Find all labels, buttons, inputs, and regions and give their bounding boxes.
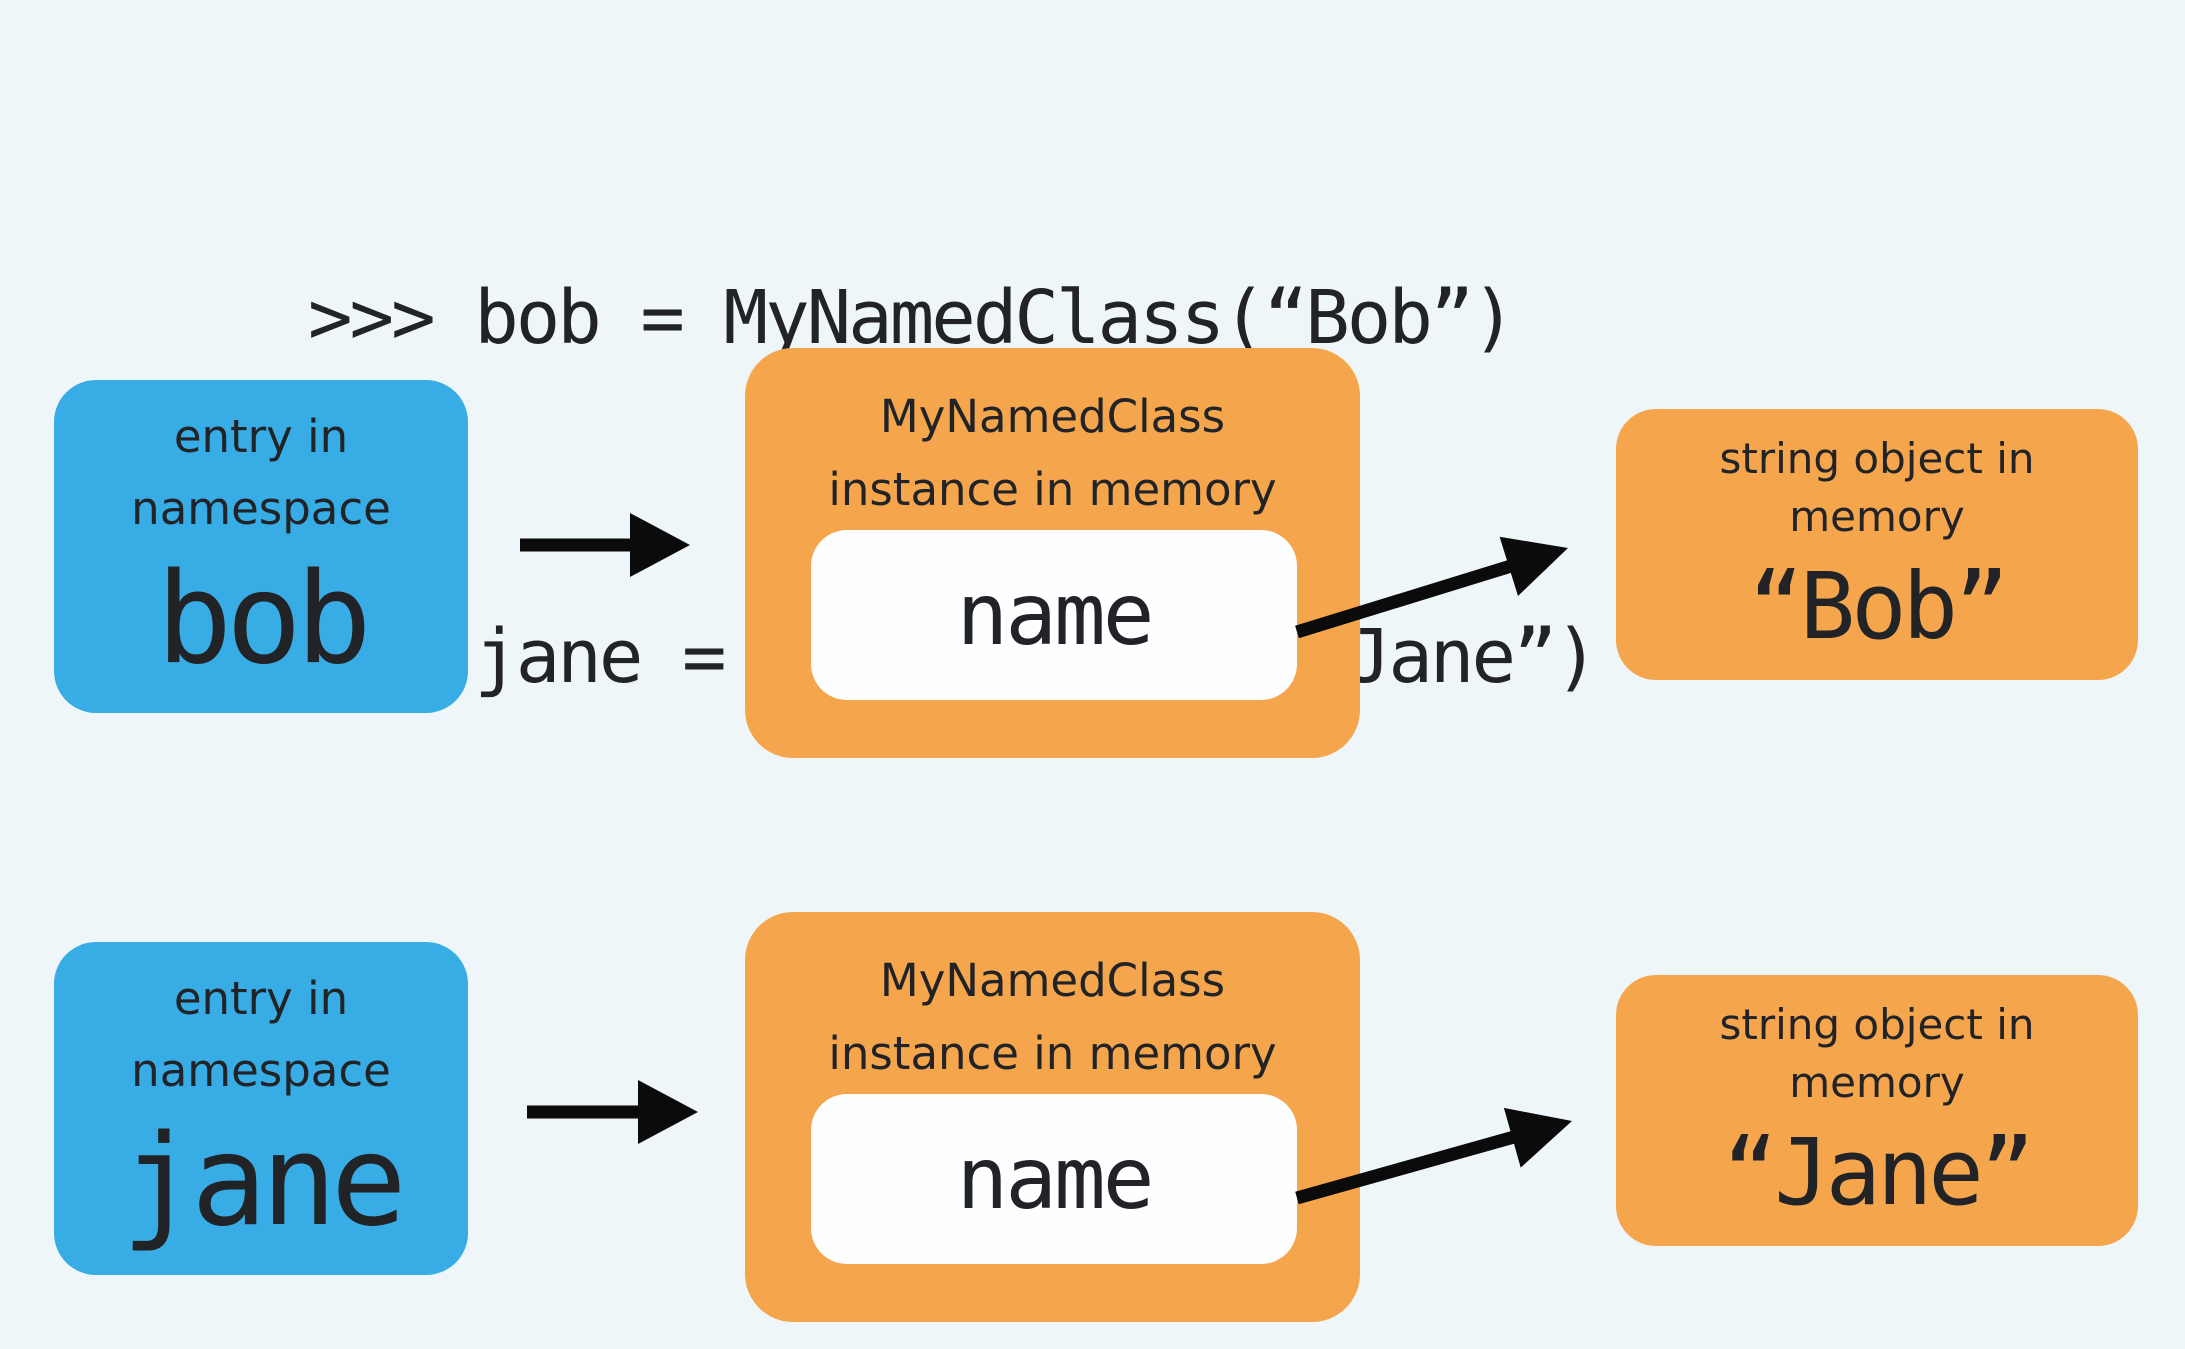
string-title-line2: memory [1789, 491, 1965, 541]
namespace-title-line2: namespace [131, 482, 391, 536]
namespace-box-jane: entry in namespace jane [54, 942, 468, 1275]
instance-title-line1: MyNamedClass [879, 390, 1226, 443]
namespace-title-line1: entry in [173, 972, 349, 1026]
string-value-jane: “Jane” [1722, 1118, 2035, 1226]
variable-name-jane: jane [121, 1107, 406, 1255]
attribute-box-bob: name [811, 530, 1297, 700]
namespace-title-line1: entry in [173, 410, 349, 464]
string-box-title: string object in memory [1720, 996, 2035, 1112]
namespace-box-title: entry in namespace [131, 401, 391, 545]
instance-box-bob: MyNamedClass instance in memory name [745, 348, 1360, 758]
instance-box-title: MyNamedClass instance in memory [745, 380, 1360, 526]
namespace-box-bob: entry in namespace bob [54, 380, 468, 713]
instance-box-jane: MyNamedClass instance in memory name [745, 912, 1360, 1322]
string-title-line2: memory [1789, 1057, 1965, 1107]
attribute-box-jane: name [811, 1094, 1297, 1264]
string-box-bob: string object in memory “Bob” [1616, 409, 2138, 680]
string-value-bob: “Bob” [1748, 552, 2010, 660]
variable-name-bob: bob [156, 545, 372, 693]
instance-title-line2: instance in memory [828, 463, 1277, 516]
instance-title-line2: instance in memory [828, 1027, 1277, 1080]
string-box-jane: string object in memory “Jane” [1616, 975, 2138, 1246]
string-title-line1: string object in [1719, 999, 2035, 1049]
attribute-name: name [956, 565, 1154, 665]
string-title-line1: string object in [1719, 433, 2035, 483]
instance-title-line1: MyNamedClass [879, 954, 1226, 1007]
string-box-title: string object in memory [1720, 430, 2035, 546]
arrow-jane-namespace-to-instance [527, 1080, 698, 1144]
namespace-box-title: entry in namespace [131, 963, 391, 1107]
namespace-title-line2: namespace [131, 1044, 391, 1098]
instance-box-title: MyNamedClass instance in memory [745, 944, 1360, 1090]
code-line-bob: >>> bob = MyNamedClass(“Bob”) [308, 275, 1516, 361]
attribute-name: name [956, 1129, 1154, 1229]
